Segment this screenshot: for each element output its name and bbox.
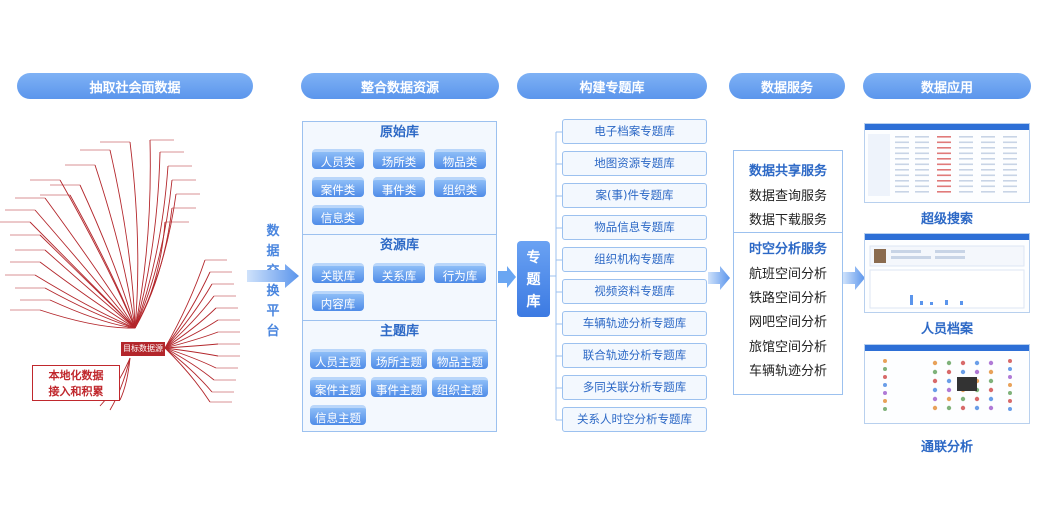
section-resource: 资源库 关联库 关系库 行为库 内容库 [303,234,496,320]
special-item: 电子档案专题库 [562,119,707,144]
service-item: 铁路空间分析 [748,291,827,306]
exchange-char: 台 [266,324,280,339]
service-group-title: 时空分析服务 [748,242,827,257]
mindmap-center-node: 目标数据源 [121,342,165,356]
section-raw: 原始库 人员类 场所类 物品类 案件类 事件类 组织类 信息类 [303,122,496,234]
resource-item: 行为库 [434,263,486,283]
mindmap-tag-line: 接入和积累 [48,385,104,398]
raw-item: 场所类 [373,149,425,169]
topic-item: 信息主题 [310,405,366,425]
topic-item: 组织主题 [432,377,488,397]
section-title: 原始库 [379,125,419,140]
service-group-title: 数据共享服务 [748,164,827,179]
special-item: 多同关联分析专题库 [562,375,707,400]
header-extract: 抽取社会面数据 [17,73,253,99]
service-item: 车辆轨迹分析 [748,364,827,379]
resource-item: 内容库 [312,291,364,311]
topic-item: 人员主题 [310,349,366,369]
resource-item: 关系库 [373,263,425,283]
special-box-char: 专 [526,250,541,266]
service-item: 数据查询服务 [748,189,827,204]
exchange-char: 换 [266,284,280,299]
service-panel: 数据共享服务 数据查询服务 数据下载服务 时空分析服务 航班空间分析 铁路空间分… [733,150,843,395]
special-item: 组织机构专题库 [562,247,707,272]
section-title: 资源库 [379,238,419,253]
service-item: 旅馆空间分析 [748,340,827,355]
app-label: 通联分析 [920,440,973,455]
arrow-icon [843,266,865,290]
service-item: 航班空间分析 [748,267,827,282]
exchange-char: 平 [266,304,280,319]
app-thumbnail-search [864,123,1030,203]
integrate-panel: 原始库 人员类 场所类 物品类 案件类 事件类 组织类 信息类 资源库 关联库 … [302,121,497,432]
exchange-char: 据 [266,244,280,259]
special-item: 关系人时空分析专题库 [562,407,707,432]
special-item: 物品信息专题库 [562,215,707,240]
raw-item: 信息类 [312,205,364,225]
resource-item: 关联库 [312,263,364,283]
arrow-icon [708,266,730,290]
special-item: 案(事)件专题库 [562,183,707,208]
raw-item: 组织类 [434,177,486,197]
special-library-box: 专 题 库 [517,241,550,317]
header-service: 数据服务 [729,73,845,99]
header-apps: 数据应用 [863,73,1031,99]
service-divider [734,232,842,233]
topic-item: 物品主题 [432,349,488,369]
app-label: 超级搜索 [920,212,973,227]
mindmap-tag: 本地化数据 接入和积累 [32,365,120,401]
header-integrate: 整合数据资源 [301,73,499,99]
app-label: 人员档案 [920,322,973,337]
topic-item: 事件主题 [371,377,427,397]
raw-item: 案件类 [312,177,364,197]
special-connector [550,131,562,421]
section-topic: 主题库 人员主题 场所主题 物品主题 案件主题 事件主题 组织主题 信息主题 [303,320,496,432]
arrow-icon [498,266,516,288]
service-item: 数据下载服务 [748,213,827,228]
special-item: 视频资料专题库 [562,279,707,304]
special-item: 联合轨迹分析专题库 [562,343,707,368]
topic-item: 场所主题 [371,349,427,369]
app-thumbnail-contact [864,344,1030,424]
special-box-char: 题 [526,272,541,288]
raw-item: 物品类 [434,149,486,169]
topic-item: 案件主题 [310,377,366,397]
exchange-platform-label: 数 据 交 换 平 台 [264,222,282,342]
special-box-char: 库 [526,294,541,310]
special-item: 地图资源专题库 [562,151,707,176]
raw-item: 事件类 [373,177,425,197]
section-title: 主题库 [379,324,419,339]
special-item: 车辆轨迹分析专题库 [562,311,707,336]
mindmap-tag-line: 本地化数据 [48,369,104,382]
arrow-icon [247,264,299,288]
header-build: 构建专题库 [517,73,707,99]
app-thumbnail-profile [864,233,1030,313]
raw-item: 人员类 [312,149,364,169]
exchange-char: 数 [266,224,280,239]
service-item: 网吧空间分析 [748,315,827,330]
